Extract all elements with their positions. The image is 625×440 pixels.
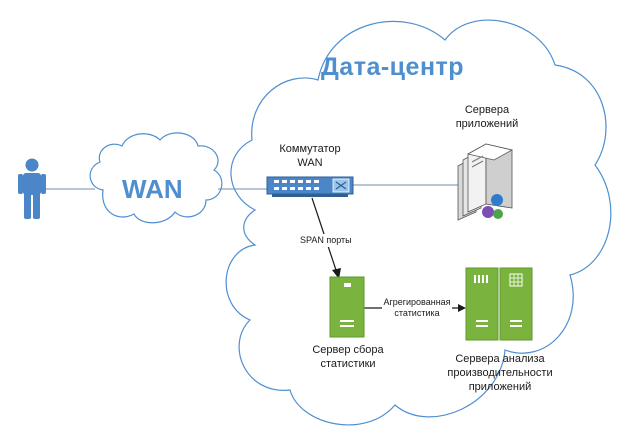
app-servers-label-line1: Сервера xyxy=(464,104,510,116)
app-servers-label-line2: приложений xyxy=(455,118,519,130)
app-servers-label: Сервера приложений xyxy=(442,103,532,131)
wan-cloud xyxy=(89,132,223,224)
aggregated-line1: Агрегированная xyxy=(383,297,451,307)
app-servers-icon xyxy=(457,143,514,221)
switch-label: Коммутатор WAN xyxy=(268,142,352,170)
aggregated-line2: статистика xyxy=(394,308,440,318)
wan-cloud-label: WAN xyxy=(122,174,183,204)
analysis-label-line3: приложений xyxy=(468,381,532,393)
analysis-servers-icon xyxy=(465,267,533,341)
analysis-label-line2: производительности xyxy=(447,367,553,379)
span-ports-label: SPAN порты xyxy=(298,234,354,247)
switch-label-line2: WAN xyxy=(297,157,323,169)
collector-label-line2: статистики xyxy=(320,358,376,370)
collector-label: Сервер сбора статистики xyxy=(300,343,396,371)
aggregated-arrowhead xyxy=(458,304,466,312)
analysis-label-line1: Сервера анализа xyxy=(455,353,545,365)
collector-server-icon xyxy=(329,276,365,338)
user-icon xyxy=(18,158,46,219)
datacenter-title: Дата-центр xyxy=(321,53,465,81)
analysis-label: Сервера анализа производительности прило… xyxy=(440,352,560,394)
collector-label-line1: Сервер сбора xyxy=(312,344,384,356)
wan-switch-icon xyxy=(266,176,354,197)
switch-label-line1: Коммутатор xyxy=(279,143,341,155)
aggregated-stats-label: Агрегированная статистика xyxy=(382,296,452,320)
span-arrowhead xyxy=(332,268,341,279)
